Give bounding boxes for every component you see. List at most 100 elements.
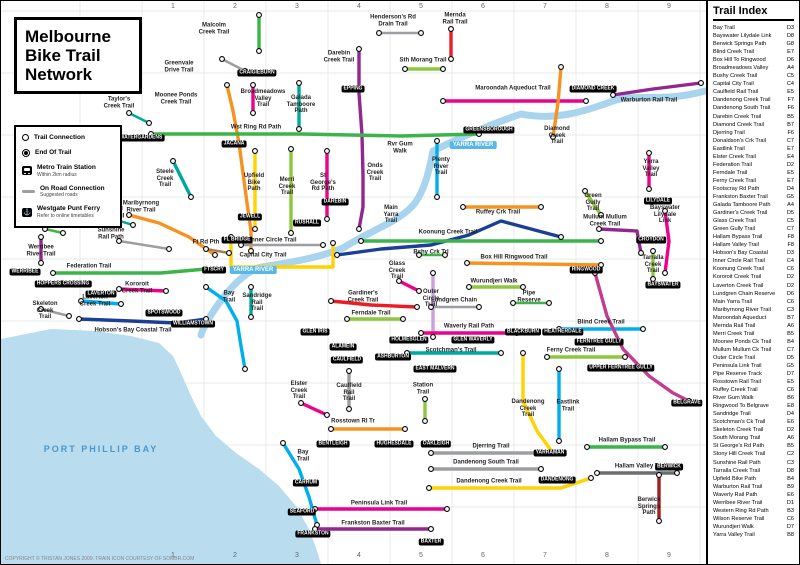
trail-label: Sth Morang Trail — [399, 57, 447, 64]
trail-index-name: Federation Trail — [713, 161, 752, 168]
trail-line — [597, 227, 643, 255]
trail-label: Wurundjeri Walk — [470, 278, 518, 285]
trail-line — [521, 351, 555, 455]
grid-number-top: 7 — [543, 3, 547, 10]
trail-index-name: Elster Creek Trail — [713, 153, 756, 160]
trail-connection-node — [396, 278, 402, 284]
trail-connection-node — [250, 82, 256, 88]
trail-index-name: Bayswater Lilydale Link — [713, 33, 772, 40]
grid-number-top: 1 — [171, 3, 175, 10]
trail-connection-icon — [22, 134, 29, 142]
trail-label: Ft Rd Pth — [192, 239, 220, 246]
trail-label: Galada Tamboore Path — [286, 94, 316, 115]
legend-item-label: Metro Train Station — [37, 163, 96, 171]
trail-label: Taylor's Creek Trail — [103, 96, 135, 109]
trail-index-name: Hallam Valley Trail — [713, 242, 759, 249]
station-label: GLEN WAVERLY — [451, 336, 495, 344]
trail-index-gridref: B5 — [787, 113, 794, 120]
trail-label: Box Hill Ringwood Trail — [480, 254, 548, 261]
trail-connection-node — [242, 366, 248, 372]
trail-label: Warburton Rail Trail — [620, 97, 678, 104]
trail-line — [117, 287, 168, 293]
trail-index-name: Wurundjeri Walk — [713, 523, 754, 530]
trail-connection-node — [328, 426, 334, 432]
trail-connection-node — [38, 306, 44, 312]
trail-label: Caulfield Rail Trail — [336, 382, 362, 403]
trail-index-gridref: F8 — [787, 234, 794, 241]
trail-line — [127, 213, 217, 257]
trail-label: Glass Creek Trail — [388, 260, 406, 281]
trail-line — [79, 299, 123, 306]
trail-index-gridref: D8 — [786, 33, 794, 40]
trail-index-gridref: F6 — [787, 129, 794, 136]
trail-label: Malcolm Creek Trail — [198, 22, 230, 35]
trail-index-gridref: E4 — [787, 153, 794, 160]
trail-label: Frankston Baxter Trail — [341, 520, 405, 527]
trail-connection-node — [466, 284, 472, 290]
trail-index-gridref: C3 — [786, 459, 794, 466]
trail-connection-node — [428, 450, 434, 456]
station-label: SEAFORD — [287, 508, 317, 516]
station-label: CAULFIELD — [330, 356, 364, 364]
trail-index-name: Gardiner's Creek Trail — [713, 210, 768, 217]
trail-connection-node — [556, 366, 562, 372]
grid-number-bottom: 9 — [667, 552, 671, 559]
station-label: BAXTER — [418, 538, 444, 546]
trail-label: Main Yarra Trail — [383, 204, 399, 225]
grid-number-bottom: 3 — [295, 552, 299, 559]
trail-index-name: Rosstown Rail Trail — [713, 379, 761, 386]
station-label: JEWELL — [237, 213, 263, 221]
trail-label: Ferny Creek Trail — [546, 347, 596, 354]
legend-item-label: On Road Connection — [40, 184, 105, 192]
trail-connection-node — [414, 304, 420, 310]
legend-item-label: Westgate Punt Ferry — [37, 205, 101, 213]
trail-index-gridref: E5 — [787, 379, 794, 386]
trail-connection-node — [146, 120, 152, 126]
trail-connection-node — [650, 248, 656, 254]
trail-connection-node — [662, 208, 668, 214]
trail-label: Greenvale Drive Trail — [164, 60, 194, 73]
trail-connection-node — [662, 270, 668, 276]
trail-connection-node — [203, 284, 209, 290]
trail-line — [127, 111, 151, 125]
trail-label: Kororoit Creek Trail — [121, 281, 153, 294]
trail-index-name: Sunshine Rail Path — [713, 459, 761, 466]
trail-connection-node — [650, 276, 656, 282]
trail-connection-node — [324, 216, 330, 222]
trail-index-gridref: C2 — [786, 451, 794, 458]
trail-index-name: Ruffey Creek Trail — [713, 387, 758, 394]
trail-label: Werribee River Trail — [26, 244, 56, 257]
trail-label: Pipe Reserve — [517, 290, 541, 303]
trail-connection-node — [448, 56, 454, 62]
trail-index-name: Galada Tamboore Path — [713, 202, 771, 209]
station-label: WILLIAMSTOWN — [171, 320, 215, 328]
trail-index-gridref: D1 — [786, 499, 794, 506]
trail-connection-node — [248, 314, 254, 320]
station-label: LAVERTON — [85, 290, 117, 298]
train-station-icon — [22, 166, 32, 176]
trail-index-name: Darebin Creek Trail — [713, 113, 762, 120]
trail-connection-node — [170, 158, 176, 164]
trail-index-name: Kororoit Creek Trail — [713, 274, 762, 281]
trail-connection-node — [558, 64, 564, 70]
trail-connection-node — [248, 248, 254, 254]
station-label: WATERGARDENS — [117, 134, 165, 142]
trail-connection-node — [256, 48, 262, 54]
trail-connection-node — [430, 334, 436, 340]
trail-connection-node — [440, 98, 446, 104]
port-phillip-bay-water — [1, 329, 321, 564]
trail-index-name: Moonee Ponds Ck Trail — [713, 338, 772, 345]
trail-index-name: Maribyrnong River Trail — [713, 306, 771, 313]
trail-index-name: Ringwood To Belgrave — [713, 403, 769, 410]
trail-index-name: Hallam Bypass Trail — [713, 234, 763, 241]
